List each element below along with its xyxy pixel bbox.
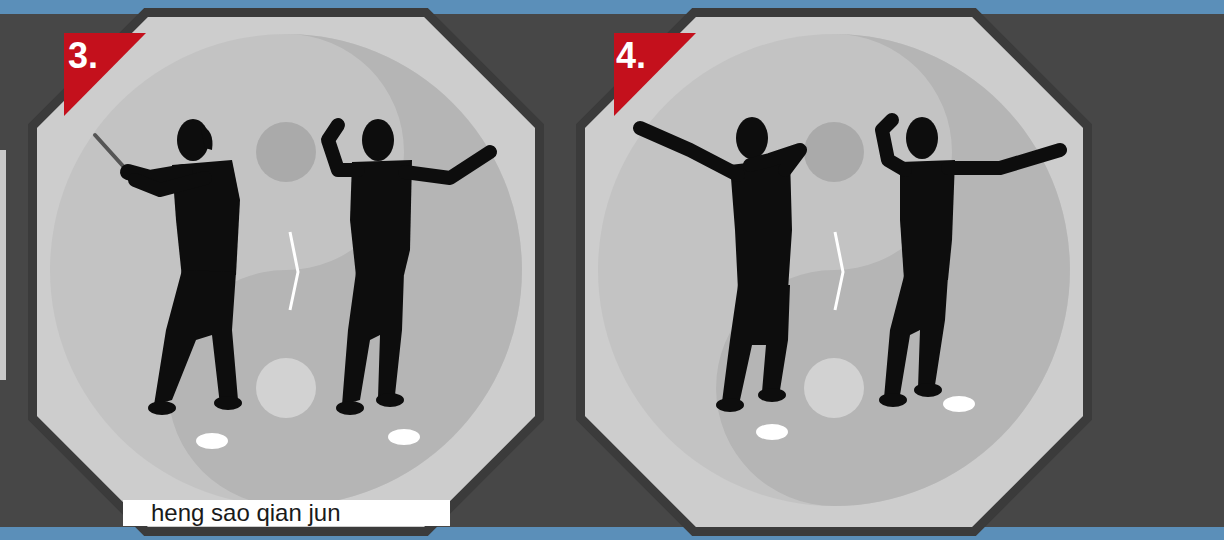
caption-bar: heng sao qian jun: [123, 500, 450, 526]
panel-outline: [28, 8, 544, 536]
panel-illustration: [64, 33, 490, 449]
panel-number: 4.: [616, 38, 646, 74]
panel-border: [33, 13, 540, 532]
panel-fill: [581, 13, 1088, 532]
panel-number: 3.: [68, 38, 98, 74]
octagon-panel: 4.: [576, 8, 1092, 536]
octagon-panel: 3. heng sao qian jun: [28, 8, 544, 536]
caption-text: heng sao qian jun: [123, 500, 369, 526]
yin-yang: [598, 34, 1070, 506]
panel-fill: [33, 13, 540, 532]
previous-panel-edge: [0, 150, 6, 380]
panel-illustration: [614, 33, 1060, 440]
panel-border: [581, 13, 1088, 532]
panel-outline: [576, 8, 1092, 536]
yin-yang: [50, 34, 522, 506]
